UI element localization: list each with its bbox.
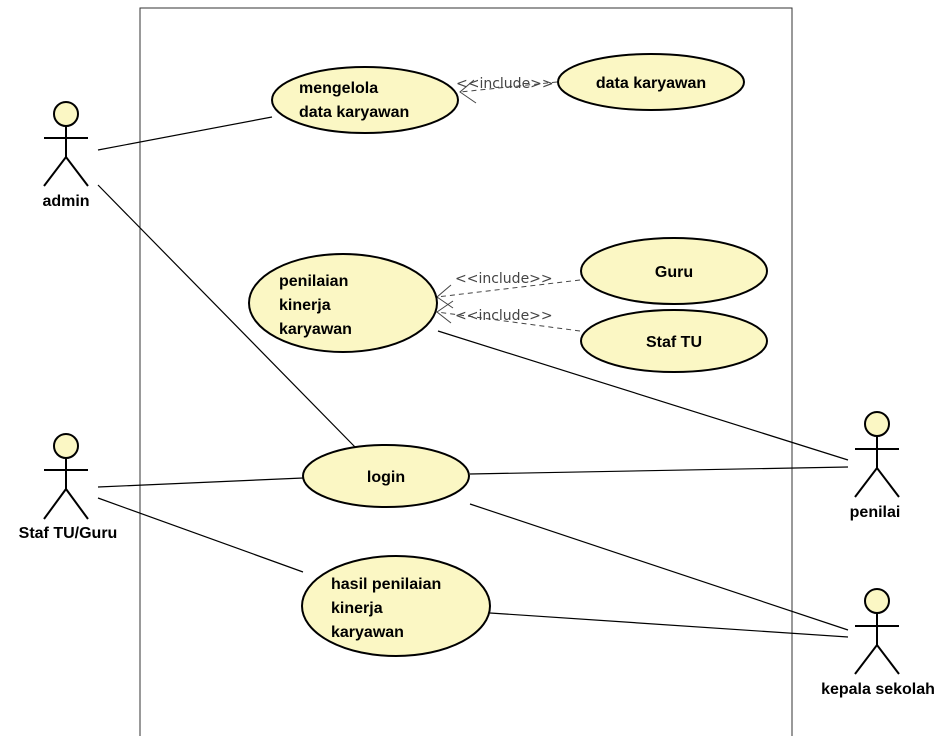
use-case-mengelola: mengelola data karyawan	[271, 66, 459, 134]
use-case-hasil-line-2: kinerja	[331, 600, 383, 617]
actor-penilai-legs	[854, 466, 900, 498]
assoc-penilai-penilaian	[437, 330, 849, 461]
use-case-hasil-line-1: hasil penilaian	[331, 576, 441, 593]
actor-penilai-label: penilai	[850, 504, 901, 521]
include-line-staf-tu	[436, 311, 581, 332]
actor-penilai-head	[864, 411, 890, 437]
assoc-penilai-login	[469, 466, 849, 475]
actor-staf-tu-guru-head	[53, 433, 79, 459]
actor-kepala-sekolah-legs	[854, 643, 900, 675]
use-case-login-ellipse	[302, 444, 470, 508]
actor-kepala-sekolah: kepala sekolah	[821, 588, 935, 698]
associations	[97, 116, 849, 638]
include-label-guru: <<include>>	[455, 271, 553, 287]
use-case-staf-tu-label: Staf TU	[646, 334, 702, 351]
use-case-hasil-line-3: karyawan	[331, 624, 404, 641]
system-boundary	[139, 7, 793, 736]
assoc-admin-login	[97, 184, 357, 449]
use-case-hasil: hasil penilaian kinerja karyawan	[301, 555, 491, 657]
use-case-login: login	[302, 444, 470, 508]
assoc-staf-hasil	[97, 497, 304, 573]
use-case-login-label: login	[367, 469, 405, 486]
use-case-data-karyawan: data karyawan	[557, 53, 745, 111]
use-case-mengelola-line-2: data karyawan	[299, 104, 409, 121]
include-line-guru	[436, 279, 581, 298]
include-line-data-karyawan	[459, 81, 558, 93]
use-case-mengelola-line-1: mengelola	[299, 80, 378, 97]
use-case-staf-tu-ellipse	[580, 309, 768, 373]
use-case-penilaian-ellipse	[248, 253, 438, 353]
use-case-penilaian-line-1: penilaian	[279, 273, 348, 290]
actor-admin-legs	[43, 155, 89, 187]
use-case-guru-ellipse	[580, 237, 768, 305]
actor-admin-head	[53, 101, 79, 127]
actor-penilai: penilai	[850, 411, 901, 521]
use-case-penilaian-line-3: karyawan	[279, 321, 352, 338]
include-label-staf-tu: <<include>>	[455, 308, 553, 324]
include-label-data-karyawan: <<include>>	[456, 76, 554, 92]
use-case-data-karyawan-label: data karyawan	[596, 75, 706, 92]
include-relations: <<include>> <<include>> <<include>>	[436, 76, 581, 332]
use-case-hasil-ellipse	[301, 555, 491, 657]
assoc-kepsek-login	[469, 503, 849, 631]
actor-kepala-sekolah-head	[864, 588, 890, 614]
use-case-mengelola-ellipse	[271, 66, 459, 134]
use-case-guru-label: Guru	[655, 264, 693, 281]
assoc-staf-login	[97, 477, 304, 488]
assoc-admin-mengelola	[97, 116, 273, 151]
assoc-kepsek-hasil	[489, 612, 849, 638]
actor-admin: admin	[42, 101, 90, 210]
actor-admin-label: admin	[42, 193, 89, 210]
include-arrowhead-data-karyawan	[459, 79, 477, 104]
use-case-data-karyawan-ellipse	[557, 53, 745, 111]
actor-staf-tu-guru-label: Staf TU/Guru	[19, 525, 118, 542]
use-case-guru: Guru	[580, 237, 768, 305]
use-case-penilaian: penilaian kinerja karyawan	[248, 253, 438, 353]
actor-kepala-sekolah-label: kepala sekolah	[821, 681, 935, 698]
use-case-staf-tu: Staf TU	[580, 309, 768, 373]
actor-staf-tu-guru-legs	[43, 487, 89, 520]
actor-staf-tu-guru: Staf TU/Guru	[19, 433, 118, 542]
include-arrowhead-staf-tu	[436, 300, 454, 324]
use-case-penilaian-line-2: kinerja	[279, 297, 331, 314]
